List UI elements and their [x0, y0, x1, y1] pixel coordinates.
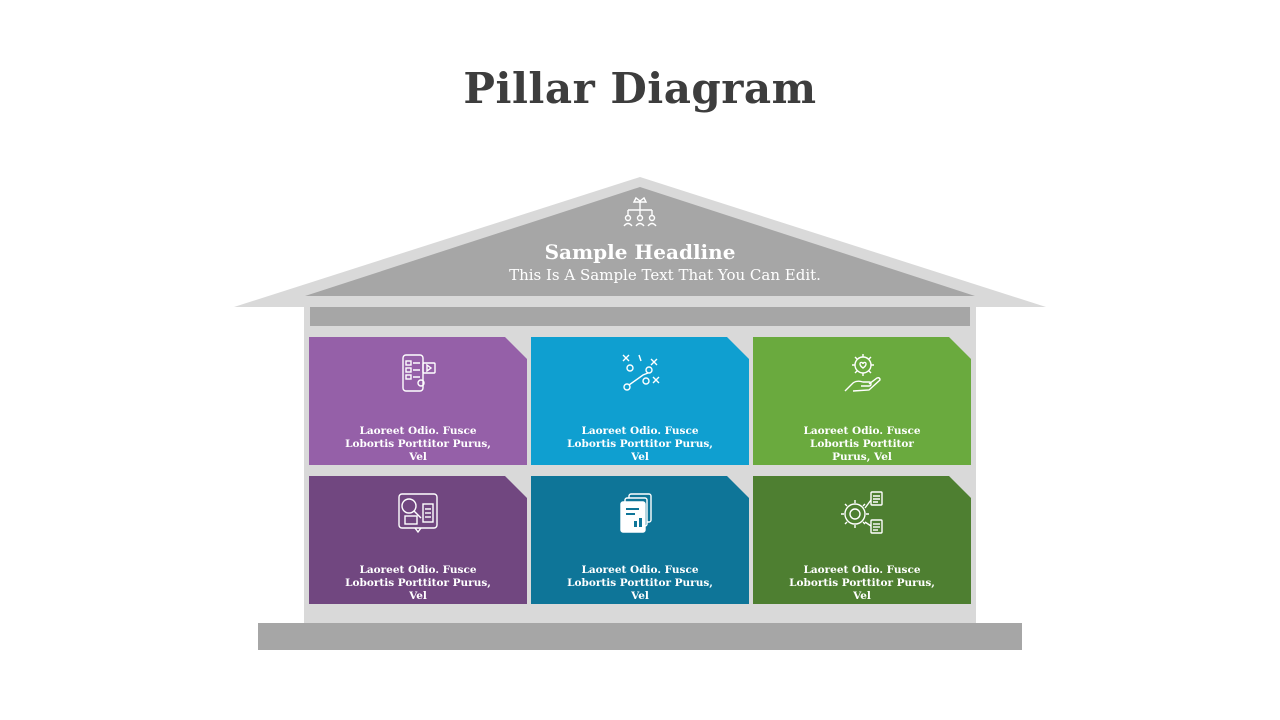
pillar-card-text: Laoreet Odio. Fusce Lobortis Porttitor P…: [567, 425, 713, 463]
report-documents-icon: [620, 493, 652, 533]
mobile-checklist-icon: [402, 354, 436, 392]
roof-inner: [305, 187, 975, 296]
pillar-card-text: Laoreet Odio. Fusce Lobortis Porttitor P…: [803, 425, 921, 463]
pillar-card-2: Laoreet Odio. Fusce Lobortis Porttitor P…: [531, 337, 749, 465]
gear-documents-icon: [841, 491, 883, 534]
strategy-play-icon: [622, 354, 660, 391]
pillar-card-3: Laoreet Odio. Fusce Lobortis Porttitor P…: [753, 337, 971, 465]
page-title: Pillar Diagram: [463, 64, 817, 113]
pillar-card-6: Laoreet Odio. Fusce Lobortis Porttitor P…: [753, 476, 971, 604]
roof-headline: Sample Headline: [544, 240, 736, 264]
pillar-card-4: Laoreet Odio. Fusce Lobortis Porttitor P…: [309, 476, 527, 604]
pillar-card-text: Laoreet Odio. Fusce Lobortis Porttitor P…: [345, 425, 491, 463]
pillar-card-text: Laoreet Odio. Fusce Lobortis Porttitor P…: [345, 564, 491, 602]
search-document-icon: [398, 493, 438, 534]
pillar-card-text: Laoreet Odio. Fusce Lobortis Porttitor P…: [567, 564, 713, 602]
base: [258, 623, 1022, 650]
hand-gear-heart-icon: [844, 354, 881, 392]
pillar-card-text: Laoreet Odio. Fusce Lobortis Porttitor P…: [789, 564, 935, 602]
org-chart-icon: [623, 196, 657, 227]
beam: [310, 307, 970, 326]
roof-text: This Is A Sample Text That You Can Edit.: [509, 266, 821, 284]
pillar-card-1: Laoreet Odio. Fusce Lobortis Porttitor P…: [309, 337, 527, 465]
pillar-card-5: Laoreet Odio. Fusce Lobortis Porttitor P…: [531, 476, 749, 604]
